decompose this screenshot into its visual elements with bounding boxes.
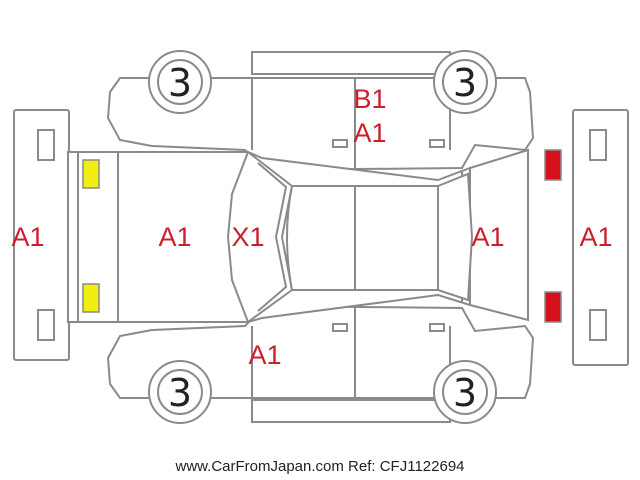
wheel-front-left: 3 — [148, 50, 212, 114]
wheel-rear-left: 3 — [433, 50, 497, 114]
rear-window — [437, 172, 474, 302]
watermark-text: www.CarFromJapan.com Ref: CFJ1122694 — [175, 458, 465, 475]
rear-lamp-top — [544, 149, 562, 181]
code-hood: A1 — [158, 222, 191, 252]
right-side-silhouette — [106, 304, 535, 399]
bottom-side-strip — [251, 399, 451, 423]
code-top-roof-a: A1 — [353, 118, 386, 148]
wheel-front-right-rating: 3 — [168, 371, 192, 415]
bottom-door-handle-front — [332, 323, 348, 332]
front-lamp-bottom — [82, 283, 100, 313]
wheel-rear-left-rating: 3 — [453, 61, 477, 105]
code-front-bumper: A1 — [11, 222, 44, 252]
code-rear-bumper: A1 — [579, 222, 612, 252]
wheel-rear-right: 3 — [433, 360, 497, 424]
top-door-handle-front — [332, 139, 348, 148]
top-door-handle-rear — [429, 139, 445, 148]
code-bottom-front-door: A1 — [248, 340, 281, 370]
wheel-rear-right-rating: 3 — [453, 371, 477, 415]
top-side-strip — [251, 51, 451, 75]
roof-panel — [286, 185, 439, 291]
wheel-front-right: 3 — [148, 360, 212, 424]
rear-bumper-panel — [572, 109, 629, 366]
front-lamp-top — [82, 159, 100, 189]
bottom-door-handle-rear — [429, 323, 445, 332]
wheel-front-left-rating: 3 — [168, 61, 192, 105]
left-side-silhouette — [106, 77, 535, 172]
code-top-roof-b: B1 — [353, 84, 386, 114]
rear-lamp-bottom — [544, 291, 562, 323]
code-rear-side: A1 — [471, 222, 504, 252]
code-windshield: X1 — [231, 222, 264, 252]
